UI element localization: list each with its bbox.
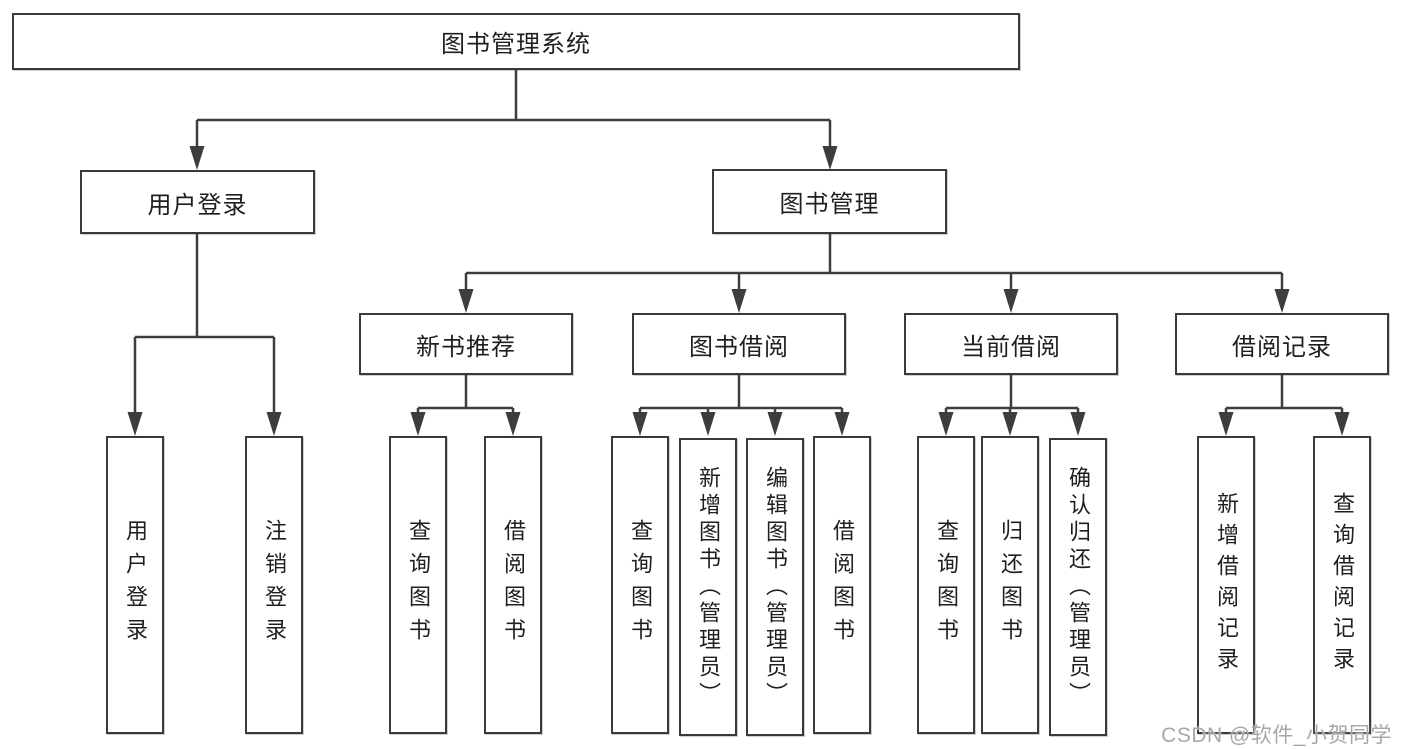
watermark: CSDN @软件_小贺同学 [1161, 724, 1392, 747]
leaf-borrow-books-newbook: 借阅图书 [484, 436, 542, 734]
node-label: 当前借阅 [961, 333, 1061, 361]
leaf-query-books-borrow: 查询图书 [611, 436, 669, 734]
node-label: 图书管理 [779, 191, 880, 218]
leaf-label: 借阅图书 [830, 519, 855, 651]
node-label: 用户登录 [147, 191, 248, 219]
arrowhead [505, 412, 521, 436]
arrowhead [700, 412, 716, 436]
leaf-label: 归还图书 [998, 519, 1023, 651]
leaf-label: 查询借阅记录 [1330, 492, 1355, 678]
arrowhead [189, 146, 205, 170]
node-label: 新书推荐 [416, 333, 516, 361]
node-book-borrowing: 图书借阅 [632, 313, 846, 375]
arrowhead [458, 289, 474, 313]
arrowhead [1274, 289, 1290, 313]
node-borrowing-records: 借阅记录 [1175, 313, 1389, 375]
node-label: 借阅记录 [1232, 333, 1332, 361]
arrowhead [767, 412, 783, 436]
arrowhead [410, 412, 426, 436]
arrowhead [127, 412, 143, 436]
arrowhead [1003, 289, 1019, 313]
node-book-management: 图书管理 [712, 169, 947, 234]
arrowhead [266, 412, 282, 436]
leaf-user-login: 用户登录 [106, 436, 164, 734]
leaf-label: 注销登录 [262, 519, 287, 651]
node-label: 图书管理系统 [441, 31, 591, 58]
arrowhead [632, 412, 648, 436]
node-user-login: 用户登录 [80, 170, 315, 234]
leaf-label: 新增借阅记录 [1214, 492, 1239, 678]
leaf-add-borrow-record: 新增借阅记录 [1197, 436, 1255, 734]
leaf-label: 查询图书 [628, 519, 653, 651]
node-label: 图书借阅 [689, 333, 789, 361]
leaf-borrow-books-borrow: 借阅图书 [813, 436, 871, 734]
arrowhead [731, 289, 747, 313]
leaf-query-books-current: 查询图书 [917, 436, 975, 734]
leaf-edit-book-admin: 编辑图书（管理员） [746, 438, 804, 736]
node-new-book-recommendation: 新书推荐 [359, 313, 573, 375]
arrowhead [1002, 412, 1018, 436]
leaf-return-books: 归还图书 [981, 436, 1039, 734]
leaf-label: 用户登录 [123, 519, 148, 651]
leaf-label: 确认归还（管理员） [1066, 465, 1091, 709]
leaf-label: 查询图书 [934, 519, 959, 651]
leaf-confirm-return-admin: 确认归还（管理员） [1049, 438, 1107, 736]
leaf-query-books-newbook: 查询图书 [389, 436, 447, 734]
leaf-logout: 注销登录 [245, 436, 303, 734]
arrowhead [1070, 412, 1086, 436]
leaf-query-borrow-record: 查询借阅记录 [1313, 436, 1371, 734]
leaf-add-book-admin: 新增图书（管理员） [679, 438, 737, 736]
leaf-label: 编辑图书（管理员） [763, 465, 788, 709]
leaf-label: 借阅图书 [501, 519, 526, 651]
arrowhead [1218, 412, 1234, 436]
leaf-label: 新增图书（管理员） [696, 465, 721, 709]
node-library-system: 图书管理系统 [12, 13, 1020, 70]
node-current-borrowing: 当前借阅 [904, 313, 1118, 375]
arrowhead [1334, 412, 1350, 436]
leaf-label: 查询图书 [406, 519, 431, 651]
arrowhead [822, 146, 838, 170]
arrowhead [938, 412, 954, 436]
arrowhead [834, 412, 850, 436]
